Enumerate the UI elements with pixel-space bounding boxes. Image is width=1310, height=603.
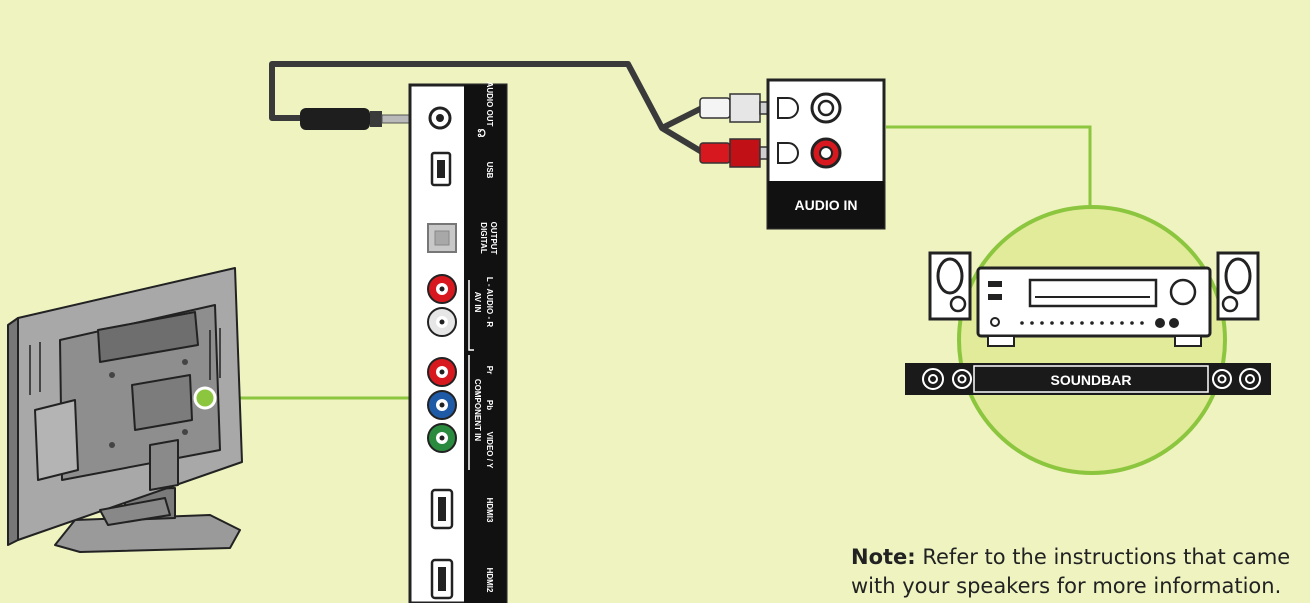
label-audio-out: AUDIO OUT [485,82,494,127]
note-text: Note: Refer to the instructions that cam… [851,543,1301,601]
rca-plug-white [699,93,779,123]
label-hdmi2: HDMI2 [485,568,494,593]
av-in-white-jack [427,307,457,337]
component-y-jack [427,423,457,453]
note-body: Refer to the instructions that came with… [851,545,1291,598]
tv-connection-panel: AUDIO OUT ☊ USB DIGITAL OUTPUT AV IN L -… [408,82,508,603]
tv-rear-illustration [7,267,243,553]
hdmi3-port [430,488,454,530]
label-usb: USB [485,162,494,179]
label-video-y: VIDEO / Y [485,432,494,469]
speaker-right [1216,251,1260,321]
audio-in-white-jack [810,92,842,124]
label-pr: Pr [485,366,494,374]
soundbar-label: SOUNDBAR [1051,372,1132,388]
label-av-audio: L - AUDIO - R [485,277,494,327]
note-bold-label: Note: [851,545,916,569]
receiver-unit [976,266,1212,347]
rca-plug-red [699,138,779,168]
speaker-left [928,251,972,321]
mini-jack-plug [300,108,427,130]
label-hdmi3: HDMI3 [485,498,494,523]
audio-in-label: AUDIO IN [795,197,858,213]
component-pb-jack [427,390,457,420]
label-digital: DIGITAL [479,222,488,254]
tv-callout-dot [193,386,217,410]
label-pb: Pb [485,400,494,410]
audio-cable [269,61,704,155]
headphone-icon: ☊ [475,129,486,138]
label-output: OUTPUT [489,222,498,255]
soundbar: SOUNDBAR [905,363,1271,395]
hdmi2-port [430,558,454,600]
receiver-audio-in-panel: AUDIO IN [766,78,886,230]
label-component-in: COMPONENT IN [473,379,482,441]
component-pr-jack [427,357,457,387]
label-av-in: AV IN [473,292,482,313]
av-in-red-jack [427,274,457,304]
audio-in-red-jack [810,137,842,169]
